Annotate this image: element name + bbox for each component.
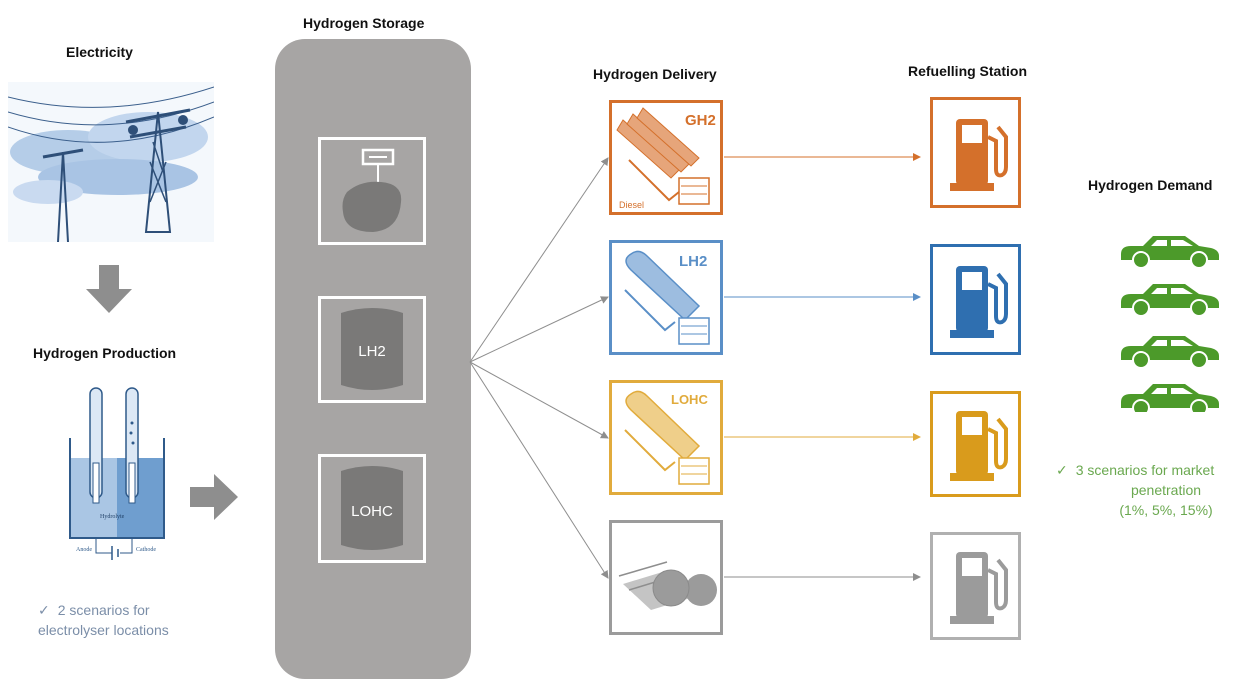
car-icon <box>1121 284 1219 317</box>
underground-storage-icon <box>342 148 402 232</box>
delivery-gh2-truck: GH2 Diesel <box>609 100 723 215</box>
electrolyser-icon: Anode Cathode Hydrolyte <box>62 383 172 563</box>
delivery-lh2-truck: LH2 <box>609 240 723 355</box>
storage-gas-tank <box>318 137 426 245</box>
lohc-tank-label: LOHC <box>351 503 393 520</box>
demand-note-line1: 3 scenarios for market <box>1075 462 1215 478</box>
heading-electricity: Electricity <box>66 44 133 60</box>
hydrolyte-label: Hydrolyte <box>100 514 125 520</box>
production-scenarios-note: ✓ 2 scenarios for electrolyser locations <box>38 600 169 640</box>
storage-lohc-tank: LOHC <box>318 454 426 563</box>
lohc-delivery-label: LOHC <box>671 392 708 407</box>
gh2-label: GH2 <box>685 112 716 129</box>
lh2-delivery-label: LH2 <box>679 253 707 270</box>
storage-lh2-tank: LH2 <box>318 296 426 403</box>
down-arrow-icon <box>86 265 132 313</box>
delivery-pipeline <box>609 520 723 635</box>
delivery-lohc-truck: LOHC <box>609 380 723 495</box>
fuel-pump-orange-icon <box>930 97 1021 208</box>
production-note-line1: 2 scenarios for <box>57 602 150 618</box>
demand-note-line3: (1%, 5%, 15%) <box>1119 502 1213 518</box>
check-icon: ✓ <box>38 602 50 618</box>
heading-hydrogen-storage: Hydrogen Storage <box>303 15 425 31</box>
car-icon <box>1121 236 1219 269</box>
diesel-label: Diesel <box>619 200 644 210</box>
demand-scenarios-note: ✓ 3 scenarios for market penetration (1%,… <box>1056 460 1252 520</box>
heading-hydrogen-delivery: Hydrogen Delivery <box>593 66 717 82</box>
check-icon: ✓ <box>1056 462 1068 478</box>
heading-refuelling-station: Refuelling Station <box>908 63 1027 79</box>
cathode-label: Cathode <box>136 547 156 553</box>
anode-label: Anode <box>76 547 92 553</box>
fuel-pump-grey-icon <box>930 532 1021 640</box>
car-icons <box>1121 236 1219 412</box>
lh2-tank-label: LH2 <box>358 343 386 360</box>
fuel-pump-blue-icon <box>930 244 1021 355</box>
car-icon <box>1121 384 1219 412</box>
heading-hydrogen-demand: Hydrogen Demand <box>1088 177 1213 193</box>
production-note-line2: electrolyser locations <box>38 622 169 638</box>
right-arrow-icon <box>190 474 238 520</box>
demand-note-line2: penetration <box>1130 482 1202 498</box>
car-icon <box>1121 336 1219 369</box>
power-pylon-icon <box>8 82 214 242</box>
heading-hydrogen-production: Hydrogen Production <box>33 345 177 361</box>
fuel-pump-yellow-icon <box>930 391 1021 497</box>
